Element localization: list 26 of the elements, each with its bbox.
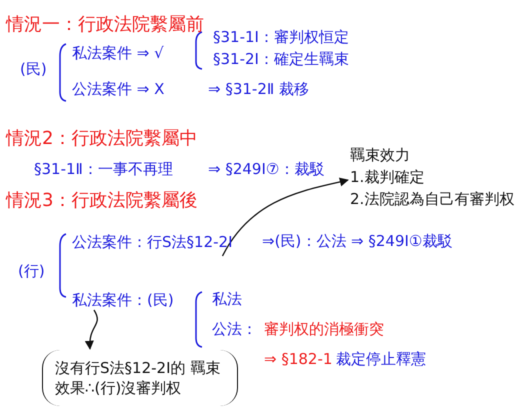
statute-note: §31-2Ⅰ：確定生羈束	[213, 50, 349, 68]
result-note: 裁定停止釋憲	[336, 350, 426, 368]
court-label: (民)	[20, 60, 47, 78]
case-note: 公法案件 ⇒ X	[72, 80, 164, 98]
case-note: 私法案件 ⇒ √	[72, 44, 164, 62]
result-note: ⇒ §31-2Ⅱ 裁移	[208, 80, 310, 98]
result-note: ⇒(民)：公法 ⇒ §249Ⅰ①裁駁	[262, 232, 452, 250]
statute-note: §31-1Ⅰ：審判权恒定	[213, 28, 349, 46]
case-heading: 情況2：行政法院繫屬中	[6, 128, 198, 150]
note-text: 1.裁判確定	[350, 167, 426, 188]
case-heading: 情況3：行政法院繫屬後	[6, 190, 198, 212]
case-note: 公法案件：行S法§12-2Ⅰ	[72, 232, 232, 252]
court-label: (行)	[18, 262, 45, 280]
case-heading: 情況一：行政法院繫屬前	[6, 14, 204, 36]
case-note: 私法案件：(民)	[72, 290, 174, 310]
case-note: 私法	[212, 290, 242, 308]
result-note: ⇒ §249Ⅰ⑦：裁駁	[208, 160, 324, 178]
note-text: 沒有行S法§12-2Ⅰ的 羈束效果∴(行)沒審判权	[55, 358, 222, 398]
list-heading: 羈束效力	[350, 145, 411, 166]
arrow	[222, 177, 349, 256]
case-note: 公法：	[212, 320, 257, 338]
statute-note: ⇒ §182-1	[264, 350, 332, 368]
arrow	[85, 310, 98, 350]
statute-note: §31-1Ⅱ：一事不再理	[34, 160, 173, 178]
note-text: 2.法院認為自己有審判权	[350, 189, 514, 210]
conflict-note: 審判权的消極衝突	[264, 320, 384, 338]
